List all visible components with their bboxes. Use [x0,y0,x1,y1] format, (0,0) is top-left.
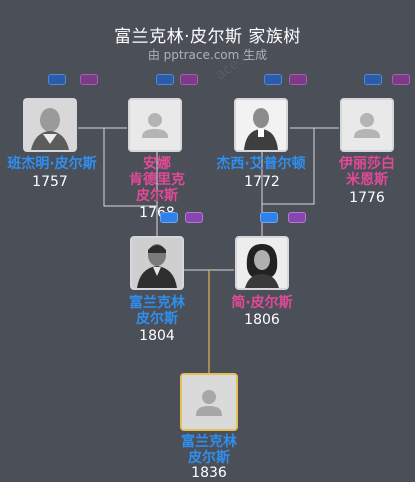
person-name[interactable]: 富兰克林 皮尔斯 [129,295,185,327]
birth-year: 1836 [191,465,227,481]
father-button[interactable] [48,74,66,85]
person-silhouette-icon [130,100,180,150]
portrait-photo[interactable] [130,236,184,290]
birth-year: 1804 [139,328,175,344]
father-button[interactable] [160,212,178,223]
connector-paternal-grandparents [103,128,158,207]
page-title: 富兰克林·皮尔斯 家族树 [114,27,301,47]
connector-maternal-grandparents [261,128,315,205]
person-silhouette-icon [182,375,236,429]
placeholder-photo[interactable] [340,98,394,152]
portrait-engraving-icon [236,100,286,150]
page-subtitle: 由 pptrace.com 生成 [147,48,268,62]
mother-button[interactable] [80,74,98,85]
placeholder-photo[interactable] [128,98,182,152]
father-button[interactable] [156,74,174,85]
birth-year: 1806 [244,312,280,328]
mother-button[interactable] [180,74,198,85]
father-button[interactable] [364,74,382,85]
portrait-photo[interactable] [234,98,288,152]
person-name[interactable]: 杰西·艾普尔顿 [216,156,306,172]
person-silhouette-icon [342,100,392,150]
person-name[interactable]: 简·皮尔斯 [231,295,293,311]
person-name[interactable]: 伊丽莎白 米恩斯 [339,156,395,188]
birth-year: 1776 [349,190,385,206]
portrait-engraving-icon [25,100,75,150]
portrait-engraving-icon [237,238,287,288]
mother-button[interactable] [185,212,203,223]
birth-year: 1757 [32,174,68,190]
mother-button[interactable] [392,74,410,85]
focus-person-photo[interactable] [180,373,238,431]
birth-year: 1772 [244,174,280,190]
mother-button[interactable] [288,212,306,223]
portrait-engraving-icon [132,238,182,288]
person-name[interactable]: 安娜 肯德里克 皮尔斯 [129,156,185,204]
portrait-photo[interactable] [235,236,289,290]
mother-button[interactable] [289,74,307,85]
father-button[interactable] [260,212,278,223]
person-name[interactable]: 富兰克林 皮尔斯 [181,434,237,466]
portrait-photo[interactable] [23,98,77,152]
person-name[interactable]: 班杰明·皮尔斯 [7,156,97,172]
father-button[interactable] [264,74,282,85]
